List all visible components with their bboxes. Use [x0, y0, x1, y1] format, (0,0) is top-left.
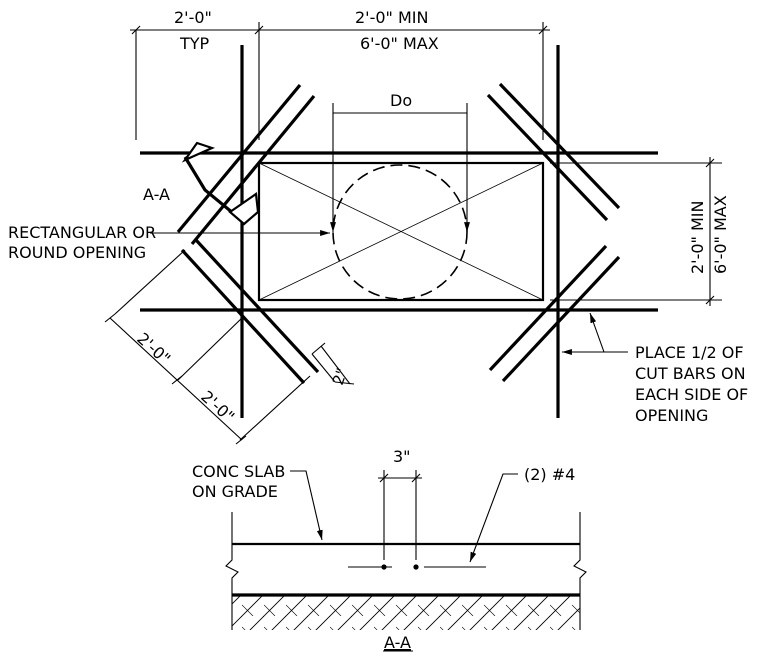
slab-leader — [290, 470, 323, 541]
place-bars-leader — [589, 312, 628, 353]
opening-label-line2: ROUND OPENING — [8, 243, 146, 262]
dim-min-top: 2'-0" MIN — [355, 8, 428, 27]
bars-label: (2) #4 — [524, 465, 575, 484]
opening-label-line1: RECTANGULAR OR — [8, 223, 156, 242]
place-label-line2: CUT BARS ON — [635, 364, 746, 383]
dim-diagonal-small: 2" — [329, 366, 352, 388]
opening-diagonal-2 — [258, 162, 544, 301]
dim-max-bottom: 6'-0" MAX — [360, 34, 439, 53]
bar-spacing-dimension — [378, 470, 422, 560]
dim-bar-spacing: 3" — [393, 447, 411, 466]
slab-label-line2: ON GRADE — [192, 482, 278, 501]
dim-typ-top: 2'-0" — [174, 8, 212, 27]
opening-rectangle — [257, 161, 545, 302]
diagonal-bars-top-right — [486, 82, 621, 222]
bars-leader — [469, 473, 518, 563]
diagonal-bars-bottom-right — [488, 244, 621, 383]
dim-do: Do — [390, 91, 412, 110]
dim-diagonal-2: 2'-0" — [197, 387, 238, 426]
section-cut-marker — [181, 141, 260, 226]
section-title: A-A — [384, 633, 411, 652]
diagonal-bars-top-left — [176, 83, 316, 246]
do-dimension — [330, 103, 470, 232]
plan-view: A-A 2'-0" TYP 2'-0" MIN 6'-0" MAX Do — [8, 8, 748, 445]
place-label-line3: EACH SIDE OF — [635, 385, 748, 404]
section-view: 3" CONC SLAB ON GRADE (2) #4 A-A — [192, 447, 587, 652]
place-label-line1: PLACE 1/2 OF — [635, 343, 744, 362]
vertical-dimension — [550, 157, 722, 306]
dim-typ-bottom: TYP — [179, 34, 210, 53]
bar-dot-right — [413, 564, 419, 570]
dim-diagonal-1: 2'-0" — [133, 329, 174, 368]
diagonal-dimensions — [104, 249, 355, 445]
bar-dot-left — [381, 564, 387, 570]
place-label-line4: OPENING — [635, 406, 708, 425]
subgrade-hatch — [232, 596, 580, 630]
dim-vertical-min: 2'-0" MIN — [688, 201, 707, 274]
slab-left-break — [225, 512, 239, 630]
dim-vertical-max: 6'-0" MAX — [711, 195, 730, 274]
slab-label-line1: CONC SLAB — [192, 462, 285, 481]
top-dimensions — [130, 22, 550, 140]
slab-right-break — [573, 512, 587, 630]
section-marker-label: A-A — [143, 185, 170, 204]
